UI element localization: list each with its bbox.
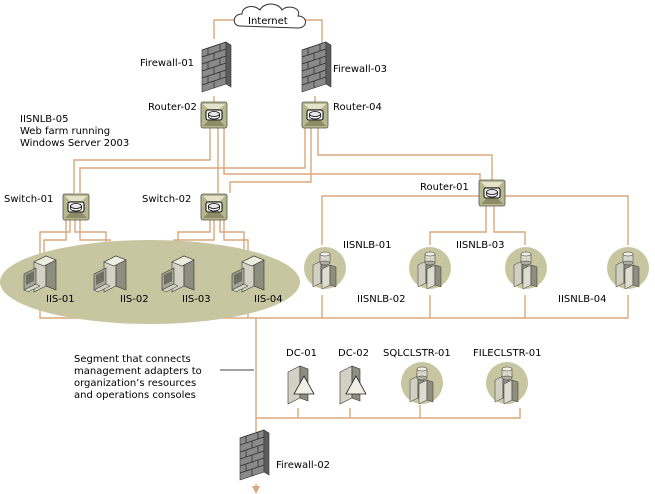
label-router-02: Router-02 <box>148 102 197 113</box>
label-sqlclstr-01: SQLCLSTR-01 <box>383 348 451 359</box>
domain-controller-icon <box>339 365 367 405</box>
domain-controller-icon <box>287 365 315 405</box>
label-iis-03: IIS-03 <box>182 294 211 305</box>
router-icon <box>301 101 329 129</box>
label-switch-01: Switch-01 <box>4 194 53 205</box>
label-internet: Internet <box>248 16 288 27</box>
cluster-server-icon <box>504 246 548 290</box>
cable-switch01-iis01-a <box>39 220 71 262</box>
label-dc-01: DC-01 <box>286 348 317 359</box>
router-icon <box>200 101 228 129</box>
label-router-04: Router-04 <box>333 102 382 113</box>
firewall-icon <box>201 41 232 93</box>
label-iisnlb-03: IISNLB-03 <box>456 240 505 251</box>
label-iisnlb-02: IISNLB-02 <box>357 294 406 305</box>
label-iis-04: IIS-04 <box>254 294 283 305</box>
label-farm-line2: Web farm running <box>20 126 110 137</box>
cable-internet-firewall01 <box>213 19 240 39</box>
label-segment-line2: management adapters to <box>74 366 202 377</box>
cluster-server-icon <box>400 361 444 405</box>
label-segment-line3: organization’s resources <box>74 378 196 389</box>
label-firewall-01: Firewall-01 <box>140 58 194 69</box>
label-iisnlb-01: IISNLB-01 <box>343 240 392 251</box>
cable-router01-iisnlb02 <box>429 206 487 245</box>
label-iisnlb-04: IISNLB-04 <box>558 294 607 305</box>
cable-router04-switch01 <box>79 128 306 193</box>
lower-segment <box>256 408 521 419</box>
cable-router02-router01 <box>223 128 481 182</box>
cable-router01-iisnlb04 <box>505 195 629 245</box>
cloud-icon <box>233 3 306 29</box>
firewall-icon <box>301 41 332 93</box>
label-fileclstr-01: FILECLSTR-01 <box>473 348 541 359</box>
label-firewall-03: Firewall-03 <box>333 64 387 75</box>
management-segment <box>39 295 629 319</box>
label-iis-02: IIS-02 <box>120 294 149 305</box>
web-farm-ellipse <box>0 240 300 324</box>
network-cables <box>39 19 629 494</box>
switch-icon <box>200 193 228 221</box>
label-switch-02: Switch-02 <box>142 194 191 205</box>
arrow-down-icon <box>252 486 260 494</box>
cluster-server-icon <box>303 246 347 290</box>
cable-router01-iisnlb03 <box>493 206 526 245</box>
cable-switch02-iis04-a <box>219 220 245 262</box>
cluster-server-icon <box>606 246 650 290</box>
cable-router01-iisnlb01 <box>321 195 480 245</box>
label-segment-line1: Segment that connects <box>74 354 191 365</box>
cable-router04-router01 <box>317 128 493 180</box>
label-dc-02: DC-02 <box>338 348 369 359</box>
cable-router02-switch01 <box>73 128 211 193</box>
cluster-server-icon <box>485 361 529 405</box>
label-firewall-02: Firewall-02 <box>276 460 330 471</box>
cable-switch01-iis01-b <box>43 220 67 262</box>
label-router-01: Router-01 <box>420 182 469 193</box>
router-icon <box>478 179 506 207</box>
label-farm-line1: IISNLB-05 <box>20 114 69 125</box>
switch-icon <box>62 193 90 221</box>
label-farm-line3: Windows Server 2003 <box>20 138 129 149</box>
cluster-server-icon <box>408 246 452 290</box>
firewall-icon <box>239 429 270 481</box>
cable-internet-firewall03 <box>300 19 323 43</box>
label-segment-line4: and operations consoles <box>74 390 196 401</box>
label-iis-01: IIS-01 <box>46 294 75 305</box>
cable-router04-switch02 <box>229 128 312 193</box>
